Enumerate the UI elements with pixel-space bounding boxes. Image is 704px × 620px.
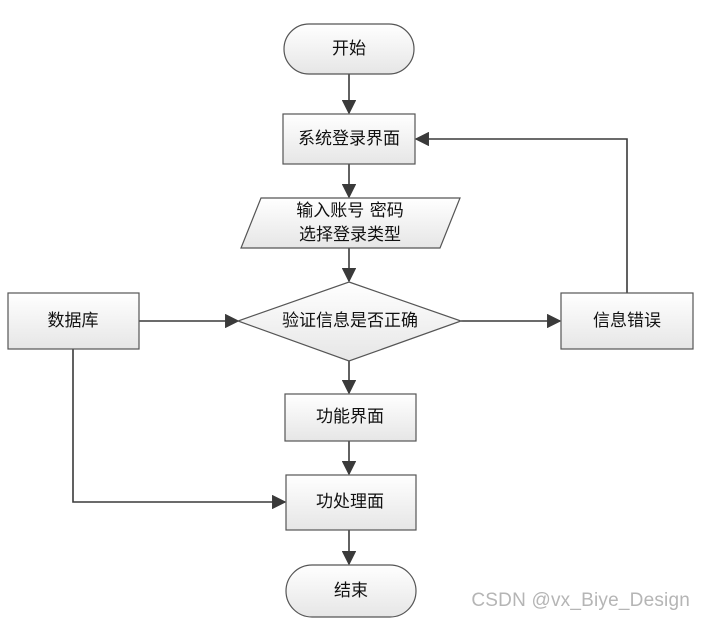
database-box xyxy=(7,292,140,350)
connector-database-to-process xyxy=(72,349,287,510)
process-page-box xyxy=(285,474,417,531)
end-terminal xyxy=(285,564,417,618)
verify-label: 验证信息是否正确 xyxy=(282,311,418,331)
function-page-box xyxy=(284,393,417,442)
connector-error-to-login xyxy=(414,131,628,293)
error-box xyxy=(560,292,694,350)
watermark: CSDN @vx_Biye_Design xyxy=(471,590,690,611)
start-label: 开始 xyxy=(332,39,366,59)
login-page-box xyxy=(282,113,416,165)
input-label-line2: 选择登录类型 xyxy=(299,225,401,245)
input-parallelogram xyxy=(240,197,461,249)
error-label: 信息错误 xyxy=(593,311,661,331)
start-terminal xyxy=(283,23,415,75)
verify-decision xyxy=(236,281,463,362)
database-label: 数据库 xyxy=(48,311,99,331)
end-label: 结束 xyxy=(334,581,368,601)
process-page-label: 功处理面 xyxy=(316,492,384,512)
function-page-label: 功能界面 xyxy=(316,407,384,427)
login-page-label: 系统登录界面 xyxy=(298,129,400,149)
input-label-line1: 输入账号 密码 xyxy=(296,201,403,221)
